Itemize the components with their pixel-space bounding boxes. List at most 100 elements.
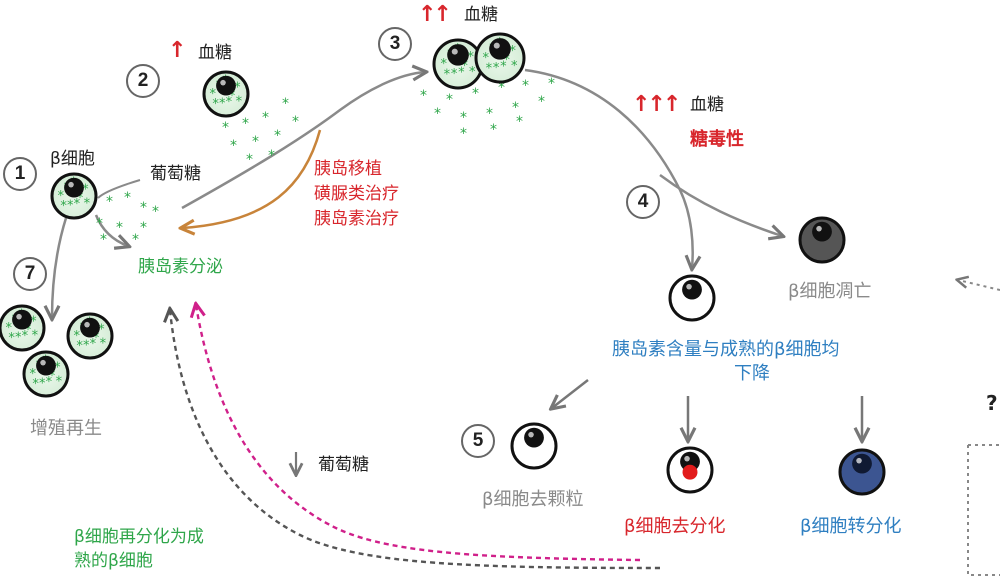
insulin-granule-star: *: [522, 78, 529, 94]
beta-cell-step1: *********: [50, 172, 98, 220]
svg-text:*: *: [6, 321, 13, 336]
step-number-4: 4: [626, 185, 660, 219]
svg-text:*: *: [74, 329, 81, 344]
svg-text:*: *: [32, 328, 39, 343]
beta-cell-dedifferentiated: [666, 446, 714, 494]
step-number-5: 5: [461, 424, 495, 458]
arrow-cell-to-proliferation: [52, 217, 68, 318]
svg-text:*: *: [77, 191, 84, 206]
svg-text:*: *: [234, 81, 241, 96]
insulin-granule-star: *: [222, 120, 229, 136]
dotted-arrow-right-edge: [958, 280, 1000, 291]
insulin-granule-star: *: [548, 76, 555, 92]
svg-text:*: *: [229, 89, 236, 104]
svg-text:*: *: [219, 96, 226, 111]
insulin-decline-line-1: 胰岛素含量与成熟的β细胞均: [612, 339, 840, 360]
beta-cell-proliferation-c: *********: [22, 350, 70, 398]
blood-sugar-label-4: 血糖: [690, 95, 724, 115]
beta-cell-step3-b: *********: [474, 32, 526, 84]
insulin-granule-star: *: [230, 138, 237, 154]
svg-text:*: *: [482, 51, 489, 66]
treatment-sulfonylurea: 磺脲类治疗: [314, 184, 399, 204]
beta-cell-degranulated: [510, 422, 558, 470]
insulin-secretion-label: 胰岛素分泌: [138, 257, 223, 277]
insulin-granule-star: *: [242, 116, 249, 132]
beta-cell-proliferation-b: *********: [66, 312, 114, 360]
svg-text:*: *: [98, 323, 105, 338]
insulin-granule-star: *: [132, 232, 139, 248]
svg-text:*: *: [226, 95, 233, 110]
svg-text:*: *: [60, 199, 67, 214]
insulin-granule-star: *: [512, 100, 519, 116]
svg-text:*: *: [90, 337, 97, 352]
svg-text:*: *: [100, 336, 107, 351]
insulin-granule-star: *: [498, 80, 505, 96]
insulin-granule-star: *: [246, 152, 253, 168]
apoptosis-label: β细胞凋亡: [788, 281, 872, 302]
arrow-to-degranulation: [552, 379, 589, 408]
arrow-glucose-to-step3: [181, 72, 425, 210]
dashed-return-magenta: [196, 305, 641, 562]
svg-text:*: *: [444, 68, 451, 83]
beta-cell-apoptotic: [798, 216, 846, 264]
svg-text:*: *: [486, 62, 493, 77]
beta-cell-step2: *********: [202, 70, 250, 118]
insulin-granule-star: *: [292, 114, 299, 130]
arrow-treatment-feedback: [182, 129, 322, 228]
svg-text:*: *: [58, 189, 65, 204]
insulin-granule-star: *: [268, 148, 275, 164]
glucose-down-label: 葡萄糖: [318, 455, 369, 475]
redifferentiation-line-1: β细胞再分化为成: [74, 527, 204, 547]
svg-text:*: *: [84, 196, 91, 211]
beta-cell-proliferation-a: *********: [0, 304, 46, 352]
svg-text:*: *: [458, 66, 465, 81]
insulin-granule-star: *: [140, 200, 147, 216]
svg-text:*: *: [22, 329, 29, 344]
beta-cell-transdifferentiated: [838, 448, 886, 496]
insulin-granule-star: *: [538, 94, 545, 110]
glucose-label: 葡萄糖: [150, 164, 201, 184]
insulin-granule-star: *: [116, 220, 123, 236]
insulin-granule-star: *: [96, 216, 103, 232]
svg-text:*: *: [509, 44, 516, 59]
svg-text:*: *: [15, 330, 22, 345]
treatment-insulin: 胰岛素治疗: [314, 209, 399, 229]
svg-text:*: *: [32, 377, 39, 392]
insulin-granule-star: *: [490, 122, 497, 138]
svg-text:*: *: [56, 374, 63, 389]
svg-text:*: *: [25, 323, 32, 338]
svg-text:*: *: [461, 59, 468, 74]
insulin-granule-star: *: [106, 194, 113, 210]
insulin-granule-star: *: [124, 190, 131, 206]
insulin-granule-star: *: [282, 96, 289, 112]
svg-text:*: *: [236, 94, 243, 109]
svg-text:*: *: [93, 331, 100, 346]
svg-text:*: *: [500, 60, 507, 75]
svg-text:*: *: [30, 367, 37, 382]
insulin-granule-star: *: [274, 128, 281, 144]
insulin-granule-star: *: [140, 220, 147, 236]
proliferation-label: 增殖再生: [30, 418, 102, 439]
blood-sugar-up-2: ↑↑: [418, 2, 452, 27]
svg-text:*: *: [451, 67, 458, 82]
blood-sugar-label-3: 血糖: [464, 5, 498, 25]
insulin-granule-star: *: [516, 114, 523, 130]
arrow-to-apoptosis: [659, 173, 782, 236]
degranulation-label: β细胞去颗粒: [482, 489, 584, 510]
step-number-3: 3: [378, 27, 412, 61]
svg-text:*: *: [467, 50, 474, 65]
step-number-1: 1: [3, 157, 37, 191]
insulin-granule-star: *: [434, 106, 441, 122]
insulin-granule-star: *: [446, 92, 453, 108]
redifferentiation-line-2: 熟的β细胞: [74, 551, 153, 571]
svg-text:*: *: [210, 87, 217, 102]
blood-sugar-label-2: 血糖: [198, 43, 232, 63]
arrow-step3-down: [524, 68, 693, 268]
step-number-7: 7: [13, 257, 47, 291]
svg-text:*: *: [212, 97, 219, 112]
svg-text:*: *: [83, 338, 90, 353]
arrow-cell-to-secretion: [94, 214, 128, 246]
blood-sugar-up-1: ↑: [168, 38, 187, 63]
svg-text:*: *: [503, 53, 510, 68]
